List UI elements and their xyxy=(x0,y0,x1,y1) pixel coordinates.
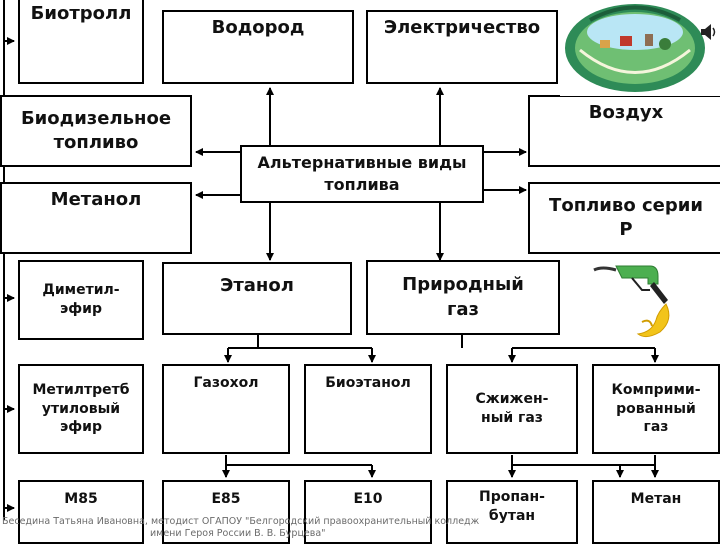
node-biotroll: Биотролл xyxy=(18,0,144,84)
footer-author-line: Беседина Татьяна Ивановна, методист ОГАП… xyxy=(2,516,480,527)
fuel-nozzle-icon xyxy=(592,260,692,344)
node-lng: Сжижен- ный газ xyxy=(446,364,578,454)
node-m85: М85 xyxy=(18,480,144,544)
node-bioethanol: Биоэтанол xyxy=(304,364,432,454)
node-dimethyl-ether: Диметил- эфир xyxy=(18,260,144,340)
node-center-alternative-fuels: Альтернативные виды топлива xyxy=(240,145,484,203)
footer-college-line: имени Героя России В. В. Бурцева" xyxy=(150,528,326,539)
node-hydrogen: Водород xyxy=(162,10,354,84)
node-air: Воздух xyxy=(528,95,720,167)
node-ethanol: Этанол xyxy=(162,262,352,335)
node-biodiesel: Биодизельное топливо xyxy=(0,95,192,167)
node-cng: Комприми- рованный газ xyxy=(592,364,720,454)
eco-globe-illustration xyxy=(560,0,720,96)
node-e85: Е85 xyxy=(162,480,290,544)
node-mtbe: Метилтретб утиловый эфир xyxy=(18,364,144,454)
node-methane: Метан xyxy=(592,480,720,544)
node-methanol: Метанол xyxy=(0,182,192,254)
node-p-series: Топливо серии Р xyxy=(528,182,720,254)
node-gasohol: Газохол xyxy=(162,364,290,454)
speaker-icon[interactable] xyxy=(700,22,716,42)
node-natural-gas: Природный газ xyxy=(366,260,560,335)
node-propane-butane: Пропан- бутан xyxy=(446,480,578,544)
node-electricity: Электричество xyxy=(366,10,558,84)
